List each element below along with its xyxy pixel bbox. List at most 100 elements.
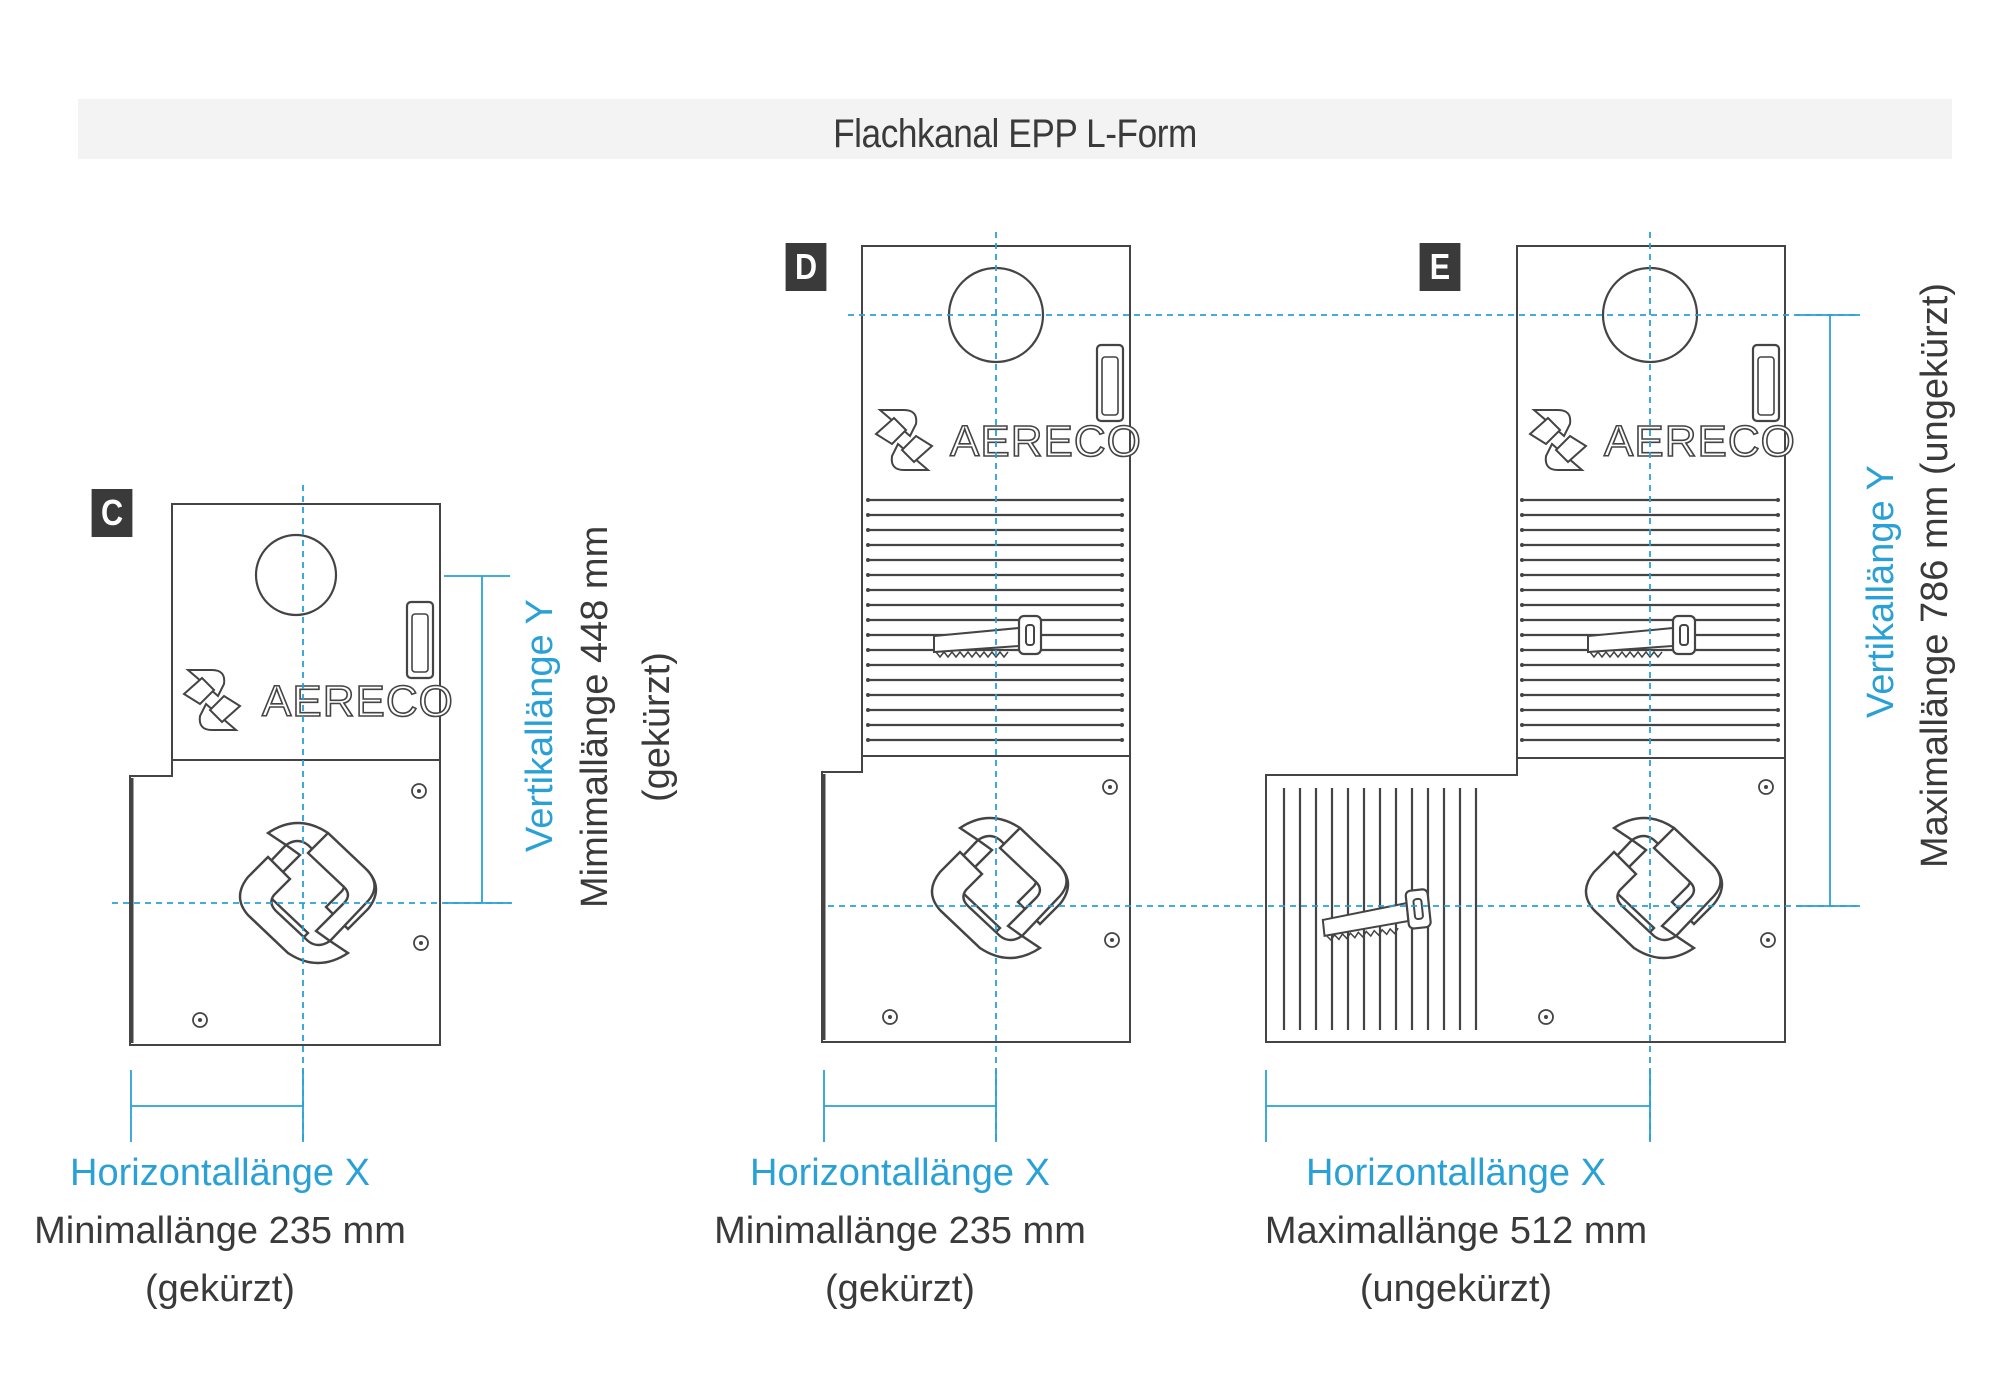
d-cut-ribs [866,498,1124,742]
e-x-label: Horizontallänge X [1306,1152,1606,1194]
cut-rib-end [1120,618,1124,622]
cut-rib-end [866,723,870,727]
cut-rib-end [1120,648,1124,652]
cut-rib-end [1520,723,1524,727]
cut-rib-end [1120,573,1124,577]
cut-rib-end [1520,498,1524,502]
cut-rib-end [1776,588,1780,592]
cut-rib-end [1520,633,1524,637]
cut-rib-end [866,648,870,652]
cut-rib-end [866,543,870,547]
cut-rib-end [1520,588,1524,592]
d-x-value: Minimallänge 235 mm [714,1210,1086,1252]
cut-rib-end [1776,513,1780,517]
cut-rib-end [1520,738,1524,742]
cut-rib-end [866,528,870,532]
cut-rib-end [1776,678,1780,682]
cut-rib-end [866,678,870,682]
cut-rib-end [1776,648,1780,652]
cut-rib-end [1520,678,1524,682]
cut-rib-end [866,663,870,667]
e-x-note: (ungekürzt) [1359,1268,1553,1310]
variant-c: AERECO [112,485,512,1142]
c-x-value: Minimallänge 235 mm [34,1210,406,1252]
e-pill-icon [1751,343,1781,423]
cut-rib-end [1120,723,1124,727]
d-x-label: Horizontallänge X [750,1152,1050,1194]
cut-rib-end [1120,513,1124,517]
variant-d: AERECO [821,232,1142,1142]
cut-rib-end [1776,558,1780,562]
cut-rib-end [1520,558,1524,562]
badge-e: E [1419,243,1461,291]
c-lower-part [129,759,441,1046]
cut-rib-end [1120,498,1124,502]
cut-rib-end [866,633,870,637]
cut-rib-end [1776,498,1780,502]
cut-rib-end [866,558,870,562]
cut-rib-end [1776,723,1780,727]
cut-rib-end [1120,633,1124,637]
cut-rib-end [1520,708,1524,712]
cut-rib-end [1120,738,1124,742]
e-y-value: Maximallänge 786 mm (ungekürzt) [1914,282,1956,868]
cut-rib-end [1776,573,1780,577]
cut-rib-end [866,618,870,622]
c-y-value: Mimimallänge 448 mm [574,525,616,908]
cut-rib-end [866,588,870,592]
cut-rib-end [866,603,870,607]
cut-rib-end [1520,618,1524,622]
cut-rib-end [1776,738,1780,742]
cut-rib-end [1776,708,1780,712]
cut-rib-end [1520,543,1524,547]
e-x-value: Maximallänge 512 mm [1264,1210,1648,1252]
cut-rib-end [1120,588,1124,592]
cut-rib-end [1120,558,1124,562]
c-brand-text: AERECO [262,677,454,726]
cut-rib-end [866,498,870,502]
cut-rib-end [866,708,870,712]
cut-rib-end [1520,603,1524,607]
e-y-label: Vertikallänge Y [1860,465,1902,718]
c-x-note: (gekürzt) [145,1268,295,1310]
cut-rib-end [1520,693,1524,697]
c-x-label: Horizontallänge X [70,1152,370,1194]
cut-rib-end [866,573,870,577]
cut-rib-end [1520,513,1524,517]
cut-rib-end [866,693,870,697]
cut-rib-end [1776,543,1780,547]
cut-rib-end [1120,603,1124,607]
badge-d: D [785,243,827,291]
d-brand-text: AERECO [950,417,1142,466]
cut-rib-end [866,513,870,517]
cut-rib-end [1120,663,1124,667]
cut-rib-end [1776,603,1780,607]
cut-rib-end [1776,633,1780,637]
cut-rib-end [1520,648,1524,652]
cut-rib-end [1520,663,1524,667]
cut-rib-end [1120,528,1124,532]
cut-rib-end [1776,693,1780,697]
variant-e: AERECO [828,232,1860,1142]
c-pill-icon [405,600,435,680]
cut-rib-end [1120,678,1124,682]
cut-rib-end [1120,708,1124,712]
cut-rib-end [1776,663,1780,667]
cut-rib-end [1776,528,1780,532]
badge-c: C [91,489,133,537]
cut-rib-end [1120,693,1124,697]
c-outlet-circle-icon [254,533,338,617]
e-vertical-cut-ribs [1282,788,1478,1030]
e-brand-text: AERECO [1604,417,1796,466]
cut-rib-end [866,738,870,742]
title-bar [78,99,1952,159]
d-pill-icon [1095,343,1125,423]
c-y-note: (gekürzt) [636,652,678,802]
cut-rib-end [1520,573,1524,577]
cut-rib-end [1520,528,1524,532]
c-y-label: Vertikallänge Y [519,599,561,852]
cut-rib-end [1120,543,1124,547]
page-title: Flachkanal EPP L-Form [833,112,1197,156]
